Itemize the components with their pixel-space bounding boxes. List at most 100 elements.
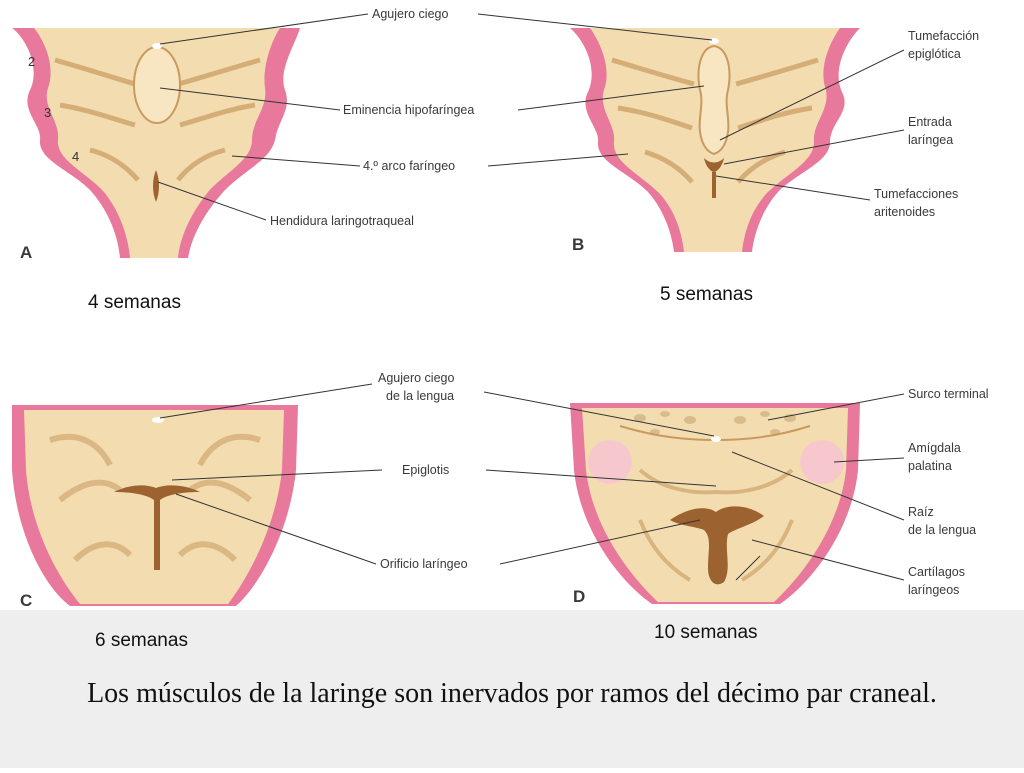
arch-groove-a6 [176, 147, 226, 182]
leader-arco-b [487, 153, 629, 167]
leader-eminencia-b [517, 85, 705, 111]
foramen-cecum-a [152, 43, 162, 49]
leader-agujero-d [483, 391, 715, 437]
label-cartilagos-1: Cartílagos [908, 565, 965, 579]
label-surco-terminal: Surco terminal [908, 387, 989, 401]
slide-caption: Los músculos de la laringe son inervados… [87, 678, 937, 709]
laryngotracheal-groove-a [153, 170, 159, 202]
arch-groove-a1 [54, 57, 139, 88]
leader-agujero-a [159, 13, 369, 45]
leader-arco-a [231, 155, 361, 167]
arch-groove-a4 [174, 57, 261, 88]
leader-entrada [723, 129, 905, 165]
label-tumefaccion-1: Tumefacción [908, 29, 979, 43]
laryngeal-orifice-d [670, 506, 764, 585]
label-entrada-2: laríngea [908, 133, 953, 147]
root-fold-d2 [638, 519, 692, 582]
laryngeal-inlet-b [704, 158, 724, 172]
leader-epiglotis-c [171, 469, 383, 481]
arch-groove-b4 [735, 57, 819, 87]
arytenoid-groove-b [712, 172, 716, 198]
label-epiglotis: Epiglotis [402, 463, 449, 477]
leader-cartilagos-2 [735, 555, 761, 581]
label-eminencia-hipofaringea: Eminencia hipofaríngea [343, 103, 474, 117]
hypopharyngeal-eminence-a [133, 46, 181, 124]
papilla-d2 [660, 411, 670, 417]
root-fold-d3 [740, 519, 794, 582]
panel-a: 2 3 4 A [12, 28, 300, 262]
panel-a-letter: A [20, 243, 32, 262]
leader-agujero-b [477, 13, 713, 41]
label-agujero-lengua-2: de la lengua [386, 389, 454, 403]
arch-groove-b3 [644, 149, 694, 184]
week-label-a: 4 semanas [88, 292, 181, 313]
label-raiz-1: Raíz [908, 505, 934, 519]
fold-c2 [197, 433, 261, 467]
week-label-d: 10 semanas [654, 622, 758, 643]
arch-3-number: 3 [44, 105, 51, 120]
papilla-d4 [734, 416, 746, 424]
panel-b-letter: B [572, 235, 584, 254]
epiglottic-swelling-b [697, 44, 731, 156]
foramen-cecum-d [711, 436, 721, 442]
root-fold-d1 [638, 468, 794, 495]
pharynx-floor-a [34, 28, 280, 258]
arch-groove-b5 [737, 105, 813, 131]
leader-orificio-d [499, 519, 701, 565]
papilla-d1 [634, 414, 646, 422]
palatine-tonsil-left [588, 440, 632, 484]
leader-amigdala [833, 457, 905, 463]
fold-c6 [177, 541, 238, 563]
label-amigdala-1: Amígdala [908, 441, 961, 455]
label-aritenoides-2: aritenoides [874, 205, 935, 219]
label-entrada-1: Entrada [908, 115, 952, 129]
label-tumefaccion-2: epiglótica [908, 47, 961, 61]
palatine-tonsil-right [800, 440, 844, 484]
arch-2-number: 2 [28, 54, 35, 69]
leader-hendidura [157, 181, 267, 221]
week-label-c: 6 semanas [95, 630, 188, 651]
panel-b: B [570, 28, 860, 254]
foramen-cecum-c [152, 417, 164, 423]
label-hendidura: Hendidura laringotraqueal [270, 214, 414, 228]
fold-c5 [72, 541, 133, 563]
fold-c4 [188, 479, 252, 503]
leader-eminencia-a [159, 87, 341, 111]
label-cartilagos-2: laríngeos [908, 583, 959, 597]
label-orificio-laringeo: Orificio laríngeo [380, 557, 468, 571]
leader-lines [157, 13, 905, 581]
arch-4-number: 4 [72, 149, 79, 164]
foramen-cecum-b [709, 38, 719, 44]
panel-d: D [570, 403, 860, 606]
label-agujero-ciego: Agujero ciego [372, 7, 448, 21]
leader-aritenoides [715, 175, 871, 201]
papilla-d3 [684, 416, 696, 424]
arch-groove-b2 [617, 105, 693, 131]
label-raiz-2: de la lengua [908, 523, 976, 537]
label-cuarto-arco: 4.º arco faríngeo [363, 159, 455, 173]
leader-epiglotis-d [485, 469, 717, 487]
leader-surco [767, 393, 905, 421]
label-agujero-lengua-1: Agujero ciego [378, 371, 454, 385]
fold-c3 [58, 479, 122, 503]
label-amigdala-2: palatina [908, 459, 952, 473]
leader-raiz [731, 451, 905, 521]
panel-d-letter: D [573, 587, 585, 606]
tongue-surface-d [582, 408, 848, 602]
arch-groove-a2 [59, 102, 136, 128]
week-label-b: 5 semanas [660, 284, 753, 305]
background-band [0, 610, 1024, 768]
arch-groove-a5 [179, 102, 256, 128]
panel-c: C [12, 405, 298, 610]
leader-orificio-c [175, 493, 377, 565]
leader-tumefaccion [719, 49, 905, 141]
leader-agujero-c [159, 383, 373, 419]
papilla-d5 [760, 411, 770, 417]
laryngeal-orifice-c [114, 485, 200, 570]
arch-groove-a3 [89, 147, 140, 182]
panel-c-letter: C [20, 591, 32, 610]
leader-cartilagos-1 [751, 539, 905, 581]
arch-groove-b1 [611, 57, 695, 87]
